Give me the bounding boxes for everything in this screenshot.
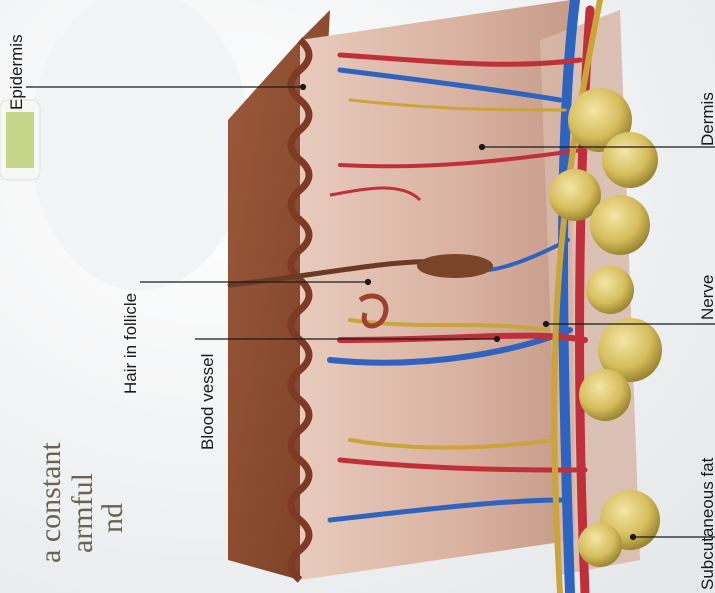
dermis-leader-dot <box>480 145 485 150</box>
label-blood-vessel: Blood vessel <box>198 354 217 450</box>
label-dermis: Dermis <box>698 92 715 146</box>
label-nerve: Nerve <box>698 275 715 320</box>
fat-lobule <box>586 266 634 314</box>
label-subcutaneous-fat: Subcutaneous fat <box>698 457 715 590</box>
fat-lobule <box>590 195 650 255</box>
blood-vessel-leader-dot <box>495 337 500 342</box>
epidermis-leader-dot <box>301 85 306 90</box>
background-text-line-2: armful <box>66 473 99 553</box>
fat-lobule <box>579 369 631 421</box>
nerve-leader-dot <box>544 322 549 327</box>
background-device-accent <box>6 112 34 168</box>
background-highlight <box>30 0 250 290</box>
subcutaneous-fat-leader-dot <box>631 535 636 540</box>
label-epidermis: Epidermis <box>7 34 26 110</box>
background-text-line-1: a constant <box>34 442 67 563</box>
fat-lobule <box>578 523 622 567</box>
dermis-block <box>300 0 575 580</box>
label-hair-in-follicle: Hair in follicle <box>121 293 140 394</box>
fat-lobule <box>602 132 658 188</box>
hair-leader-dot <box>366 280 371 285</box>
hair-follicle <box>417 254 493 278</box>
background-text-line-3: nd <box>96 503 129 533</box>
